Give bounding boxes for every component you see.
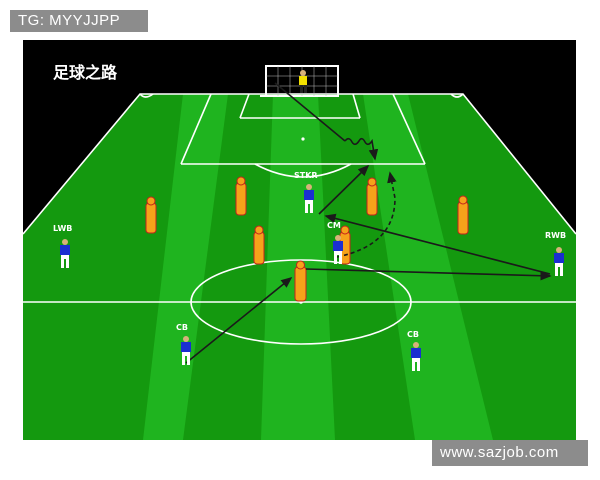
pass-arrow — [318, 164, 370, 215]
run-curve — [336, 171, 397, 258]
player-label-stkr: STKR — [294, 171, 318, 180]
player-label-lwb: LWB — [53, 224, 72, 233]
player-cb-left — [181, 336, 191, 365]
mannequin — [145, 196, 157, 234]
mannequin — [253, 225, 265, 265]
scene-title: 足球之路 — [53, 63, 118, 82]
dribble-squiggle — [344, 137, 379, 161]
player-cb-right — [411, 342, 421, 371]
pass-arrow — [185, 276, 293, 364]
player-label-cm: CM — [327, 221, 341, 230]
player-cm — [333, 235, 343, 264]
watermark-top-left: TG: MYYJJPP — [10, 10, 148, 32]
mannequin — [294, 260, 307, 302]
mannequin — [366, 177, 378, 216]
penalty-spot — [301, 137, 305, 141]
tactics-diagram: LWB STKR CM RWB CB CB 足球之路 — [23, 40, 576, 440]
player-rwb — [554, 247, 564, 276]
player-stkr — [304, 184, 314, 213]
pass-arrow — [324, 213, 551, 275]
player-label-rwb: RWB — [545, 231, 566, 240]
pass-arrow — [274, 82, 346, 142]
mannequin — [235, 176, 247, 216]
watermark-bottom-right: www.sazjob.com — [432, 440, 588, 466]
pass-arrows — [185, 82, 552, 364]
mannequin — [457, 195, 469, 235]
player-label-cb-left: CB — [176, 323, 188, 332]
player-lwb — [60, 239, 70, 268]
goalkeeper — [299, 70, 307, 93]
pass-arrow — [305, 268, 552, 281]
player-label-cb-right: CB — [407, 330, 419, 339]
